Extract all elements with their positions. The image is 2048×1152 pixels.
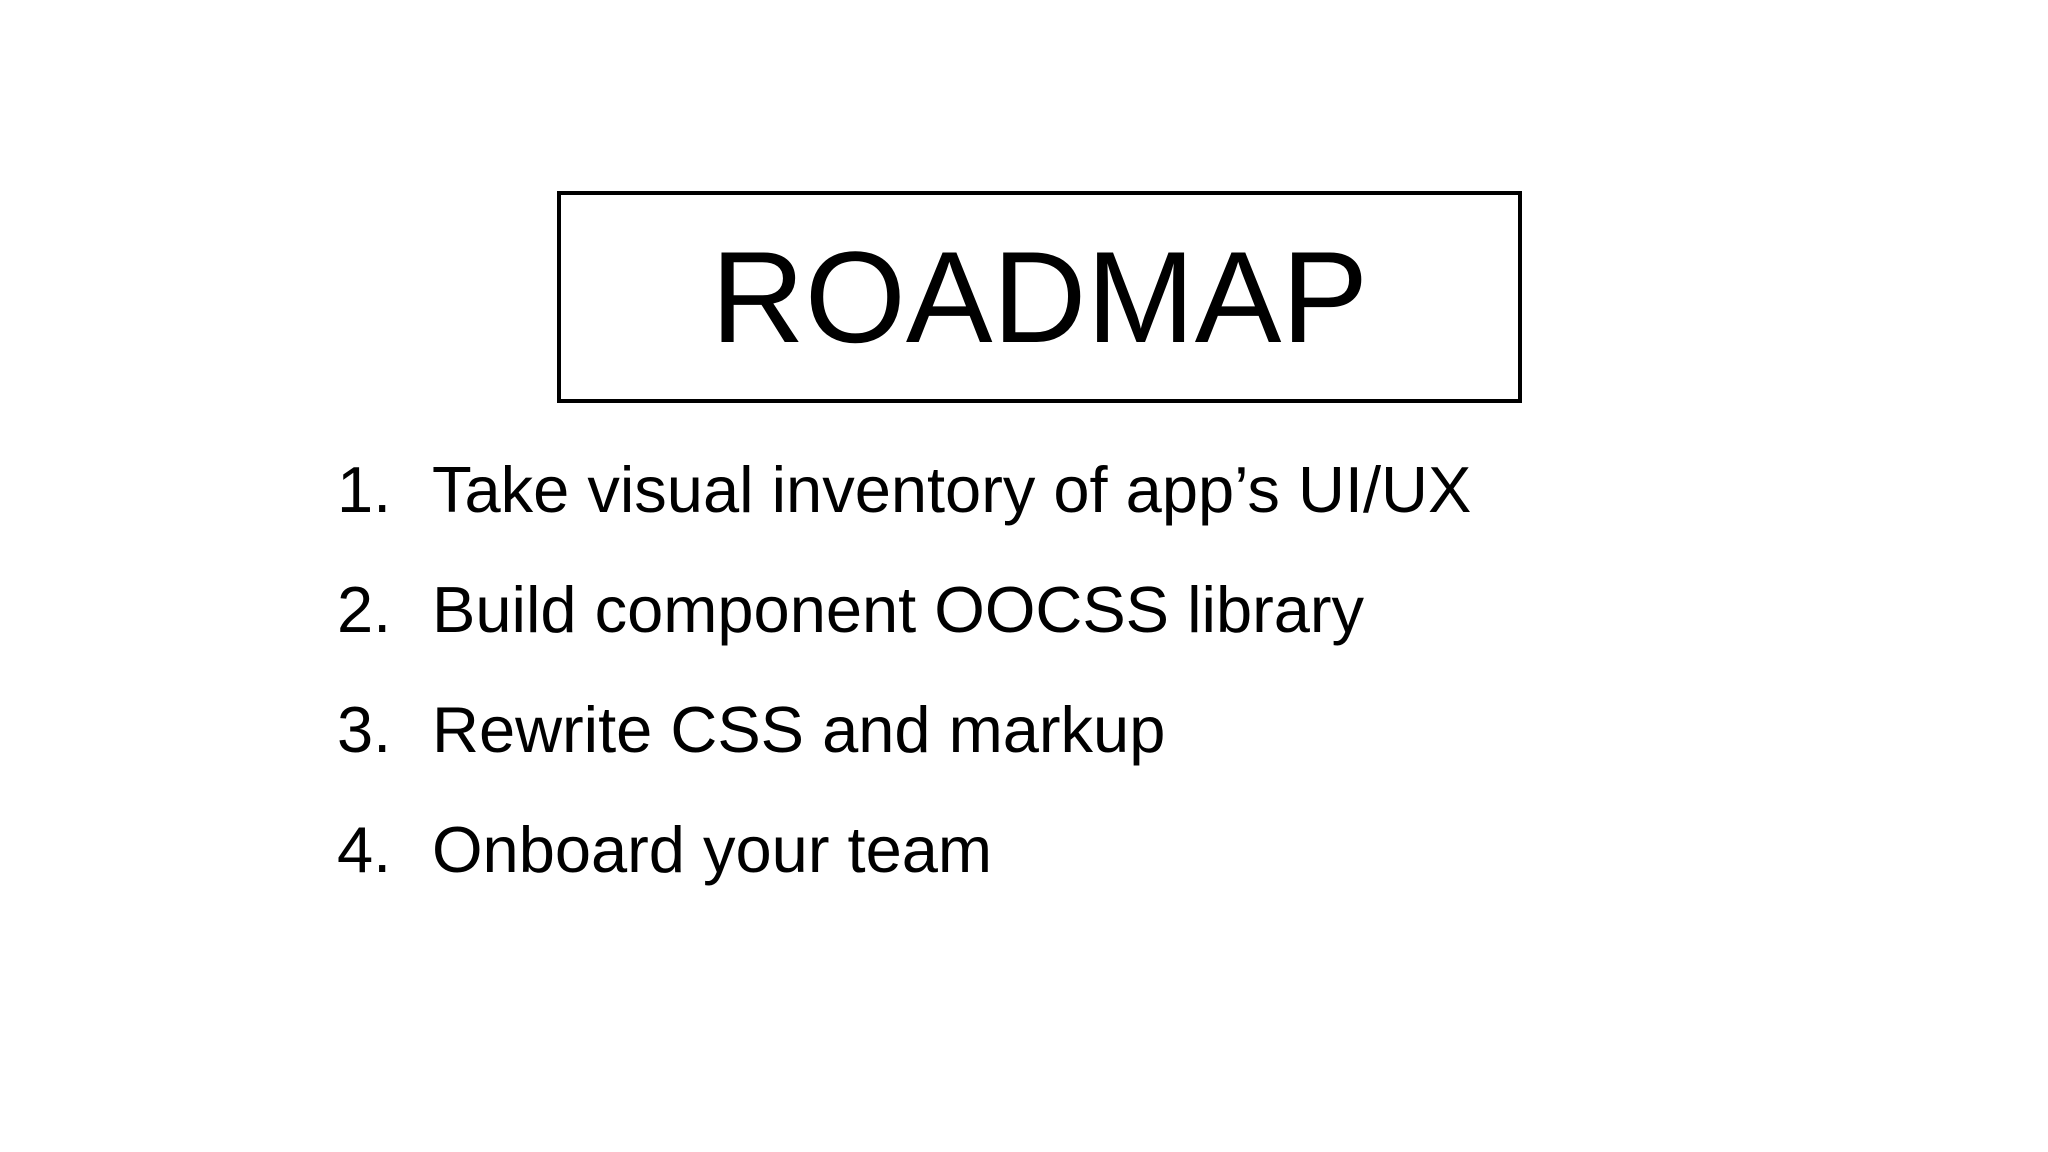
list-item-number: 4. — [337, 813, 392, 886]
list-item-text: Build component OOCSS library — [432, 573, 1365, 646]
list-item: 4. Onboard your team — [337, 812, 1471, 932]
list-item-number: 1. — [337, 453, 392, 526]
list-item-number: 3. — [337, 693, 392, 766]
roadmap-list: 1. Take visual inventory of app’s UI/UX … — [337, 452, 1471, 932]
title-box: ROADMAP — [557, 191, 1522, 403]
list-item-number: 2. — [337, 573, 392, 646]
list-item-text: Rewrite CSS and markup — [432, 693, 1166, 766]
list-item: 1. Take visual inventory of app’s UI/UX — [337, 452, 1471, 572]
slide-title: ROADMAP — [710, 224, 1369, 370]
list-item: 3. Rewrite CSS and markup — [337, 692, 1471, 812]
list-item-text: Onboard your team — [432, 813, 993, 886]
list-item-text: Take visual inventory of app’s UI/UX — [432, 453, 1472, 526]
list-item: 2. Build component OOCSS library — [337, 572, 1471, 692]
